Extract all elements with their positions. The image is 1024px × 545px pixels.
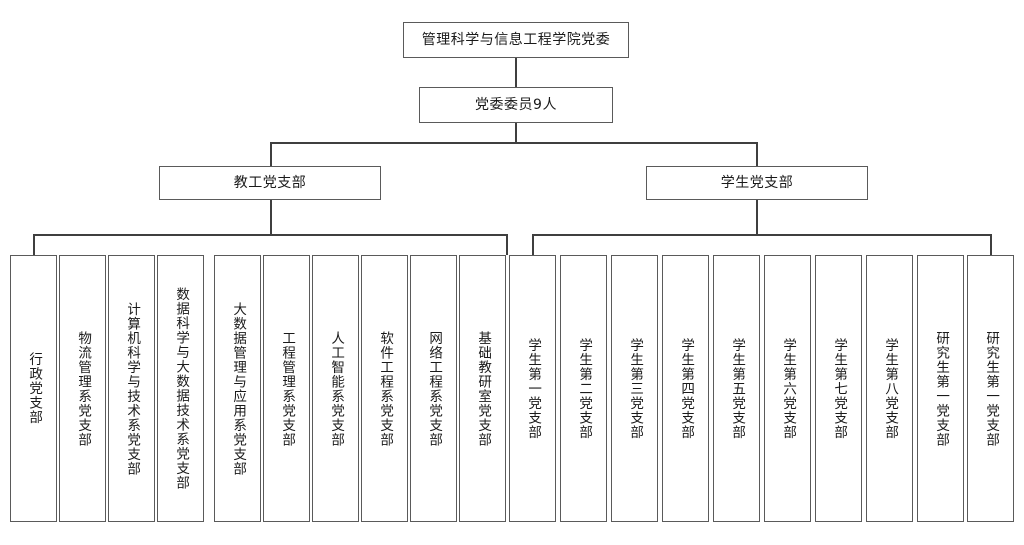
leaf-node-student[interactable]: 学生第一党支部 [509,255,556,522]
leaf-node-faculty[interactable]: 人工智能系党支部 [312,255,359,522]
leaf-node-faculty-label: 软件工程系党支部 [377,330,394,447]
leaf-node-student-label: 学生第六党支部 [780,337,797,440]
leaf-node-faculty[interactable]: 网络工程系党支部 [410,255,457,522]
connector-branch-bus [270,142,757,144]
leaf-node-faculty[interactable]: 工程管理系党支部 [263,255,310,522]
leaf-node-faculty[interactable]: 物流管理系党支部 [59,255,106,522]
leaf-node-faculty-label: 基础教研室党支部 [475,330,492,447]
branch-node-faculty-label: 教工党支部 [233,174,307,191]
leaf-node-faculty[interactable]: 计算机科学与技术系党支部 [108,255,155,522]
branch-node-faculty[interactable]: 教工党支部 [159,166,381,200]
leaf-node-faculty-label: 物流管理系党支部 [75,330,92,447]
committee-node-label: 党委委员9人 [475,96,557,113]
leaf-node-student[interactable]: 研究生第一党支部 [917,255,964,522]
leaf-node-faculty-label: 工程管理系党支部 [279,330,296,447]
connector-student-bus-right-drop [990,234,992,255]
leaf-node-student-label: 学生第八党支部 [882,337,899,440]
connector-student-bus-left-drop [532,234,534,255]
leaf-node-faculty-label: 大数据管理与应用系党支部 [230,301,247,476]
root-node-college-party-committee[interactable]: 管理科学与信息工程学院党委 [403,22,629,58]
leaf-node-student-label: 研究生第一党支部 [983,330,1000,447]
leaf-node-student[interactable]: 学生第八党支部 [866,255,913,522]
leaf-node-faculty[interactable]: 软件工程系党支部 [361,255,408,522]
leaf-node-faculty-label: 数据科学与大数据技术系党支部 [173,287,190,490]
connector-faculty-bus-left-drop [33,234,35,255]
connector-bus-to-faculty-branch [270,142,272,167]
branch-node-student[interactable]: 学生党支部 [646,166,868,200]
root-node-label: 管理科学与信息工程学院党委 [421,31,611,48]
leaf-node-student-label: 学生第二党支部 [576,337,593,440]
leaf-node-faculty[interactable]: 数据科学与大数据技术系党支部 [157,255,204,522]
branch-node-student-label: 学生党支部 [720,174,794,191]
leaf-node-faculty-label: 行政党支部 [26,352,43,425]
connector-faculty-stem [270,200,272,235]
connector-faculty-leaf-bus [33,234,507,236]
leaf-node-student-label: 学生第四党支部 [678,337,695,440]
leaf-node-faculty[interactable]: 行政党支部 [10,255,57,522]
leaf-node-student-label: 学生第七党支部 [831,337,848,440]
leaf-node-student[interactable]: 学生第五党支部 [713,255,760,522]
leaf-node-student-label: 学生第一党支部 [525,337,542,440]
connector-committee-stem [515,123,517,143]
leaf-node-faculty-label: 人工智能系党支部 [328,330,345,447]
leaf-node-student[interactable]: 学生第四党支部 [662,255,709,522]
connector-root-to-committee [515,58,517,87]
leaf-node-faculty[interactable]: 大数据管理与应用系党支部 [214,255,261,522]
leaf-node-faculty-label: 网络工程系党支部 [426,330,443,447]
leaf-node-student[interactable]: 学生第二党支部 [560,255,607,522]
leaf-node-student[interactable]: 学生第七党支部 [815,255,862,522]
leaf-node-student[interactable]: 学生第三党支部 [611,255,658,522]
connector-student-stem [756,200,758,235]
connector-bus-to-student-branch [756,142,758,167]
leaf-node-student[interactable]: 学生第六党支部 [764,255,811,522]
leaf-node-student-label: 学生第三党支部 [627,337,644,440]
leaf-node-student[interactable]: 研究生第一党支部 [967,255,1014,522]
committee-node-9-members[interactable]: 党委委员9人 [419,87,613,123]
leaf-node-student-label: 学生第五党支部 [729,337,746,440]
connector-faculty-bus-right-drop [506,234,508,255]
connector-student-leaf-bus [532,234,991,236]
leaf-node-faculty-label: 计算机科学与技术系党支部 [124,301,141,476]
leaf-node-faculty[interactable]: 基础教研室党支部 [459,255,506,522]
leaf-node-student-label: 研究生第一党支部 [933,330,950,447]
